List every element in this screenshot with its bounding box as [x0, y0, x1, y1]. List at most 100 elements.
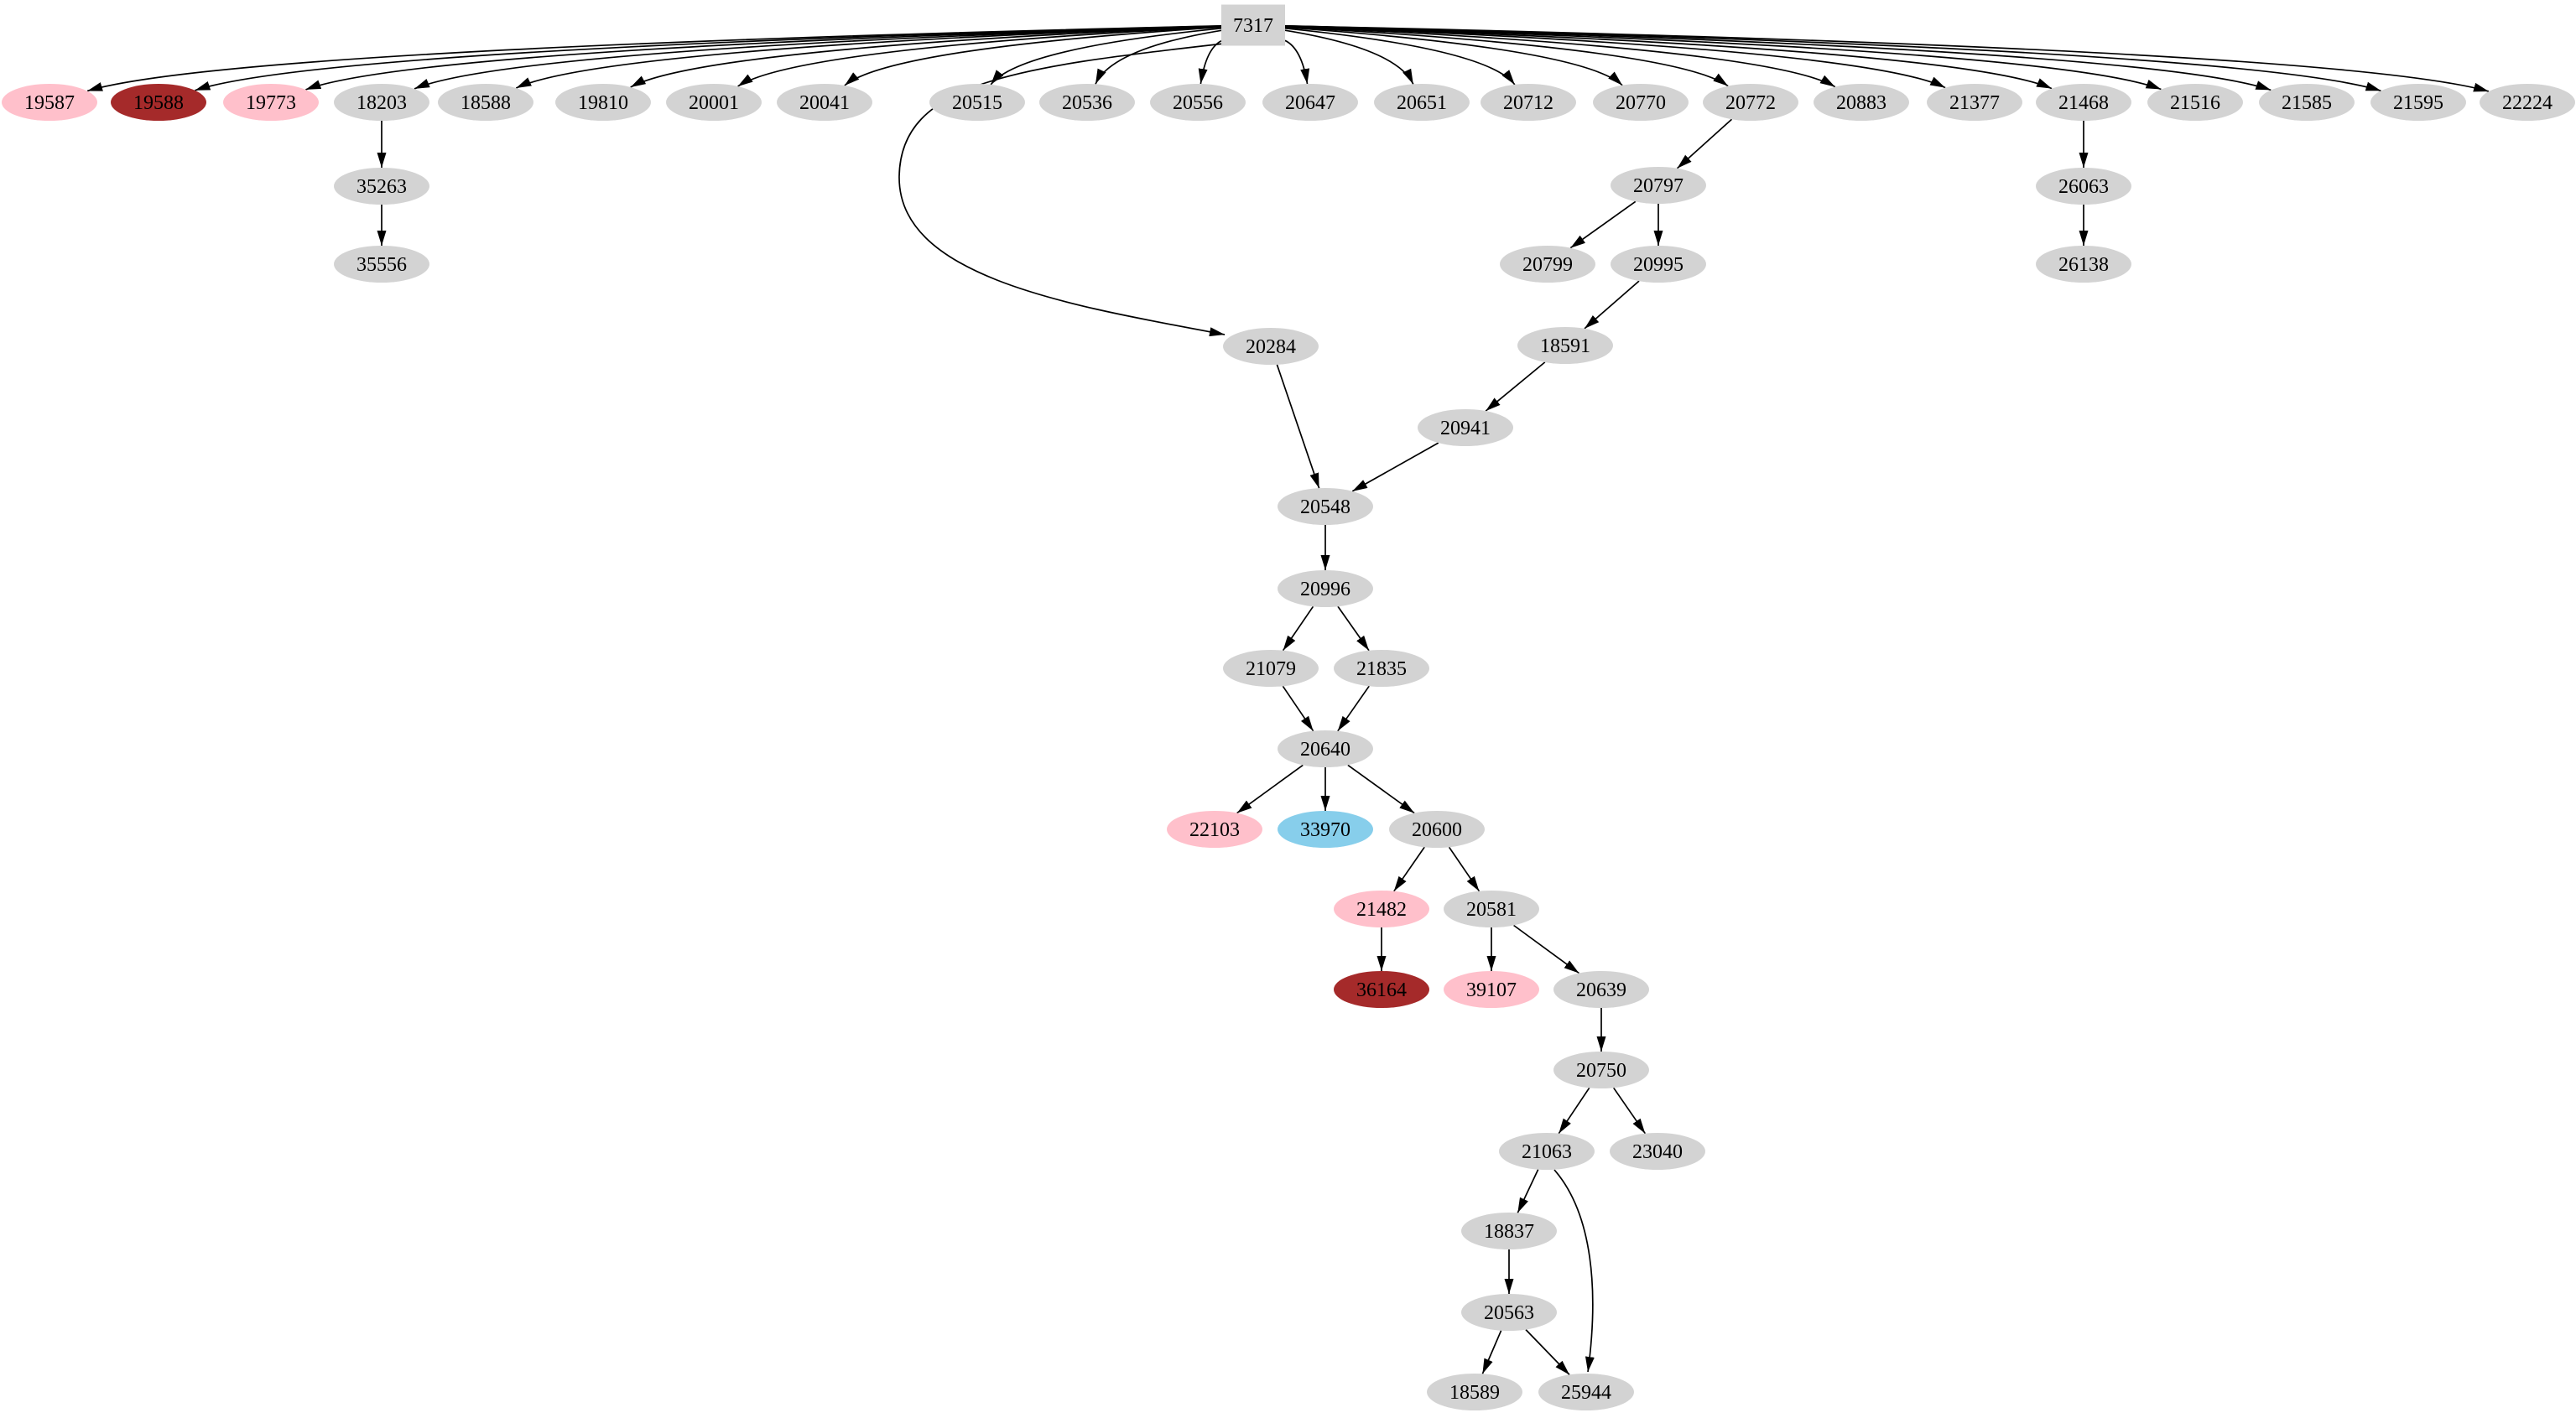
graph-node-22103: 22103	[1167, 811, 1262, 848]
graph-node-21063: 21063	[1499, 1133, 1595, 1170]
edge-7317-20515	[990, 27, 1222, 86]
node-ellipse	[1334, 971, 1429, 1008]
edge-7317-21377	[1284, 25, 1946, 89]
node-label: 26138	[2058, 254, 2109, 276]
edge-7317-20883	[1284, 25, 1836, 88]
node-ellipse	[1611, 246, 1706, 283]
node-label: 26063	[2058, 176, 2109, 198]
edge-7317-19588	[195, 25, 1222, 91]
graph-node-20556: 20556	[1150, 84, 1246, 121]
node-ellipse	[777, 84, 872, 121]
node-ellipse	[666, 84, 762, 121]
graph-node-19810: 19810	[555, 84, 651, 121]
node-ellipse	[1418, 409, 1513, 446]
node-ellipse	[1374, 84, 1470, 121]
graph-node-18203: 18203	[334, 84, 429, 121]
node-ellipse	[2036, 168, 2131, 205]
node-label: 20001	[689, 92, 739, 114]
node-ellipse	[1553, 1052, 1649, 1088]
graph-node-21516: 21516	[2147, 84, 2243, 121]
edge-20797-20799	[1569, 200, 1637, 249]
graph-node-39107: 39107	[1444, 971, 1539, 1008]
node-ellipse	[1278, 488, 1373, 525]
node-label: 20797	[1633, 175, 1684, 197]
node-ellipse	[1278, 570, 1373, 607]
node-label: 22103	[1189, 819, 1240, 841]
node-label: 20651	[1397, 92, 1447, 114]
node-ellipse	[2480, 84, 2575, 121]
node-ellipse	[1334, 891, 1429, 927]
graph-node-21595: 21595	[2370, 84, 2466, 121]
node-ellipse	[334, 84, 429, 121]
graph-node-20797: 20797	[1611, 167, 1706, 204]
graph-node-18588: 18588	[438, 84, 533, 121]
edge-20750-23040	[1613, 1087, 1646, 1135]
graph-node-22224: 22224	[2480, 84, 2575, 121]
graph-node-19587: 19587	[2, 84, 97, 121]
edge-7317-20712	[1284, 27, 1516, 86]
node-ellipse	[1517, 327, 1613, 364]
node-ellipse	[1262, 84, 1358, 121]
edge-20600-21482	[1393, 846, 1425, 892]
node-ellipse	[555, 84, 651, 121]
node-ellipse	[1334, 650, 1429, 687]
node-label: 20041	[799, 92, 850, 114]
edge-21079-20640	[1282, 685, 1314, 732]
graph-node-7317: 7317	[1221, 4, 1285, 46]
node-label: 21585	[2282, 92, 2332, 114]
graph-node-20284: 20284	[1223, 328, 1319, 365]
node-label: 21516	[2170, 92, 2220, 114]
node-ellipse	[1500, 246, 1595, 283]
graph-node-21835: 21835	[1334, 650, 1429, 687]
edge-20563-25944	[1525, 1329, 1570, 1375]
node-label: 20883	[1836, 92, 1886, 114]
graph-node-20750: 20750	[1553, 1052, 1649, 1088]
edge-20996-21835	[1337, 605, 1370, 652]
edge-20772-20797	[1676, 118, 1733, 169]
node-ellipse	[223, 84, 319, 121]
graph-node-21377: 21377	[1927, 84, 2022, 121]
graph-node-35556: 35556	[334, 246, 429, 283]
edge-21063-18837	[1517, 1169, 1539, 1213]
node-label: 23040	[1632, 1141, 1683, 1163]
graph-node-20640: 20640	[1278, 730, 1373, 767]
node-label: 39107	[1466, 979, 1517, 1001]
node-label: 20556	[1173, 92, 1223, 114]
node-label: 20772	[1725, 92, 1776, 114]
node-ellipse	[1703, 84, 1798, 121]
node-ellipse	[2370, 84, 2466, 121]
node-label: 25944	[1561, 1382, 1611, 1404]
node-label: 20941	[1440, 418, 1491, 439]
graph-node-23040: 23040	[1610, 1133, 1705, 1170]
graph-node-20639: 20639	[1553, 971, 1649, 1008]
graph-node-20770: 20770	[1593, 84, 1689, 121]
root-node-box	[1221, 4, 1285, 46]
edge-18591-20941	[1485, 361, 1546, 412]
graph-node-25944: 25944	[1538, 1374, 1634, 1410]
node-label: 18591	[1540, 335, 1590, 357]
node-label: 20581	[1466, 899, 1517, 921]
node-label: 22224	[2502, 92, 2553, 114]
node-label: 19587	[24, 92, 75, 114]
edge-7317-20536	[1095, 29, 1222, 85]
edge-7317-20770	[1284, 26, 1623, 86]
edge-7317-20041	[844, 26, 1222, 86]
edge-20640-22103	[1236, 764, 1304, 814]
edge-20600-20581	[1448, 846, 1481, 892]
node-ellipse	[1538, 1374, 1634, 1410]
graph-node-21482: 21482	[1334, 891, 1429, 927]
edge-7317-20647	[1284, 39, 1310, 85]
edges-layer	[86, 24, 2490, 1375]
node-ellipse	[2036, 84, 2131, 121]
node-ellipse	[1150, 84, 1246, 121]
node-label: 18203	[356, 92, 407, 114]
node-ellipse	[1389, 811, 1485, 848]
graph-node-20600: 20600	[1389, 811, 1485, 848]
node-label: 20750	[1576, 1060, 1626, 1082]
graph-node-20515: 20515	[929, 84, 1025, 121]
node-label: 20640	[1300, 739, 1350, 761]
graph-node-20996: 20996	[1278, 570, 1373, 607]
node-label: 36164	[1356, 979, 1407, 1001]
